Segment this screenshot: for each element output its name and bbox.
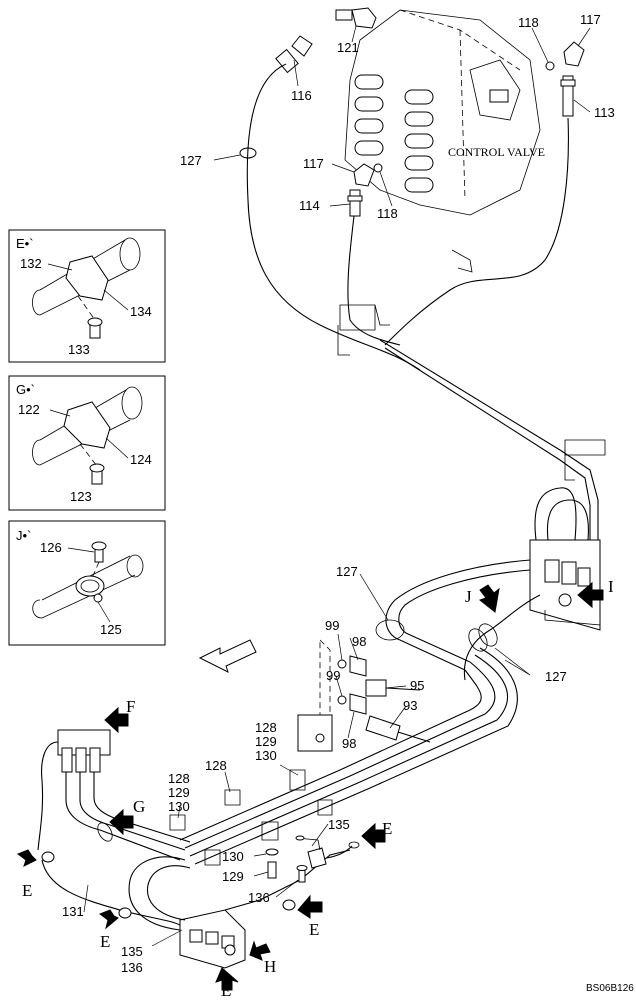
oring-99a [337,659,347,669]
arrow-e-5 [215,967,239,991]
callout-98-a: 98 [352,634,366,649]
callout-133: 133 [68,342,90,357]
letter-g: G [133,797,145,816]
callout-130-a: 130 [255,748,277,763]
detail-e-title: E•` [16,236,34,251]
letter-e-3: E [100,932,110,951]
callout-95: 95 [410,678,424,693]
callout-124: 124 [130,452,152,467]
detail-view-e: E•` 132 134 133 [8,229,166,363]
callout-99-a: 99 [325,618,339,633]
valve-block-f [37,729,191,861]
brackets-lower [169,769,333,879]
hose-end-113 [560,75,576,117]
arrow-e-2 [16,849,37,867]
arrow-g [109,808,134,836]
oring-99b [337,695,347,705]
control-valve-label: CONTROL VALVE [448,145,545,159]
letter-j: J [465,587,472,606]
callout-114: 114 [299,198,320,213]
letter-e-4: E [309,920,319,939]
callout-135-a: 135 [328,817,350,832]
direction-arrow [198,639,257,673]
control-valve: CONTROL VALVE [344,9,545,216]
valve-block-h [41,849,351,969]
hose-end-114 [347,189,363,217]
callout-128-b: 128 [168,771,190,786]
hoses-upper [246,63,599,540]
letter-e-2: E [22,881,32,900]
callout-113: 113 [594,105,615,120]
connector-135 [295,835,360,883]
valve-block-i [529,487,601,631]
callout-130-b: 130 [168,799,190,814]
brackets-upper [337,249,606,481]
callout-129-b: 129 [168,785,190,800]
callout-117-mid: 117 [303,156,324,171]
arrow-h [249,940,271,961]
callout-127-top: 127 [180,153,202,168]
callout-127-mid: 127 [336,564,358,579]
callout-134: 134 [130,304,152,319]
clamp-127-mid [375,619,405,641]
callout-93: 93 [403,698,417,713]
callout-99-b: 99 [326,668,340,683]
arrow-i [577,581,604,609]
callout-130-c: 130 [222,849,244,864]
arrow-f [104,706,129,734]
arrow-e-3 [98,909,119,930]
drawing-code: BS06B126 [586,983,634,994]
callout-128-c: 128 [205,758,227,773]
grommets [41,851,296,919]
callout-136-b: 136 [121,960,143,975]
arrow-j [478,584,500,613]
hoses-middle [179,559,541,865]
letter-e-5: E [221,981,231,1000]
callouts: 116 121 118 117 113 127 117 114 118 127 … [62,12,615,975]
letter-f: F [126,697,135,716]
detail-view-j: J•` 126 125 [8,520,166,646]
callout-98-b: 98 [342,736,356,751]
valve-spools [354,74,434,193]
callout-132: 132 [20,256,42,271]
callout-126: 126 [40,540,62,555]
detail-view-g: G•` 122 124 123 [8,375,166,511]
view-arrows: I J F G E E E E E H [16,577,614,1000]
callout-125: 125 [100,622,122,637]
leader-lines [83,25,591,947]
callout-122: 122 [18,402,40,417]
callout-127-right: 127 [545,669,567,684]
fitting-121 [335,7,377,29]
block-128 [297,714,333,752]
letter-i: I [608,577,614,596]
callout-129-a: 129 [255,734,277,749]
callout-123: 123 [70,489,92,504]
callout-118-top: 118 [518,15,539,30]
hose-end-116 [275,35,313,74]
detail-g-title: G•` [16,382,35,397]
detail-j-title: J•` [16,528,31,543]
callout-136-a: 136 [248,890,270,905]
callout-117-top: 117 [580,12,601,27]
fitting-117-top [545,41,585,71]
callout-129-c: 129 [222,869,244,884]
letter-h: H [264,957,276,976]
callout-128-a: 128 [255,720,277,735]
arrow-e-1 [361,822,386,850]
callout-131: 131 [62,904,84,919]
callout-135-b: 135 [121,944,143,959]
callout-121: 121 [337,40,359,55]
callout-116: 116 [291,88,312,103]
arrow-e-4 [297,894,323,919]
fitting-117-mid [353,163,383,187]
letter-e-1: E [382,819,392,838]
manifold-93-95 [297,639,431,752]
callout-118-mid: 118 [377,206,398,221]
